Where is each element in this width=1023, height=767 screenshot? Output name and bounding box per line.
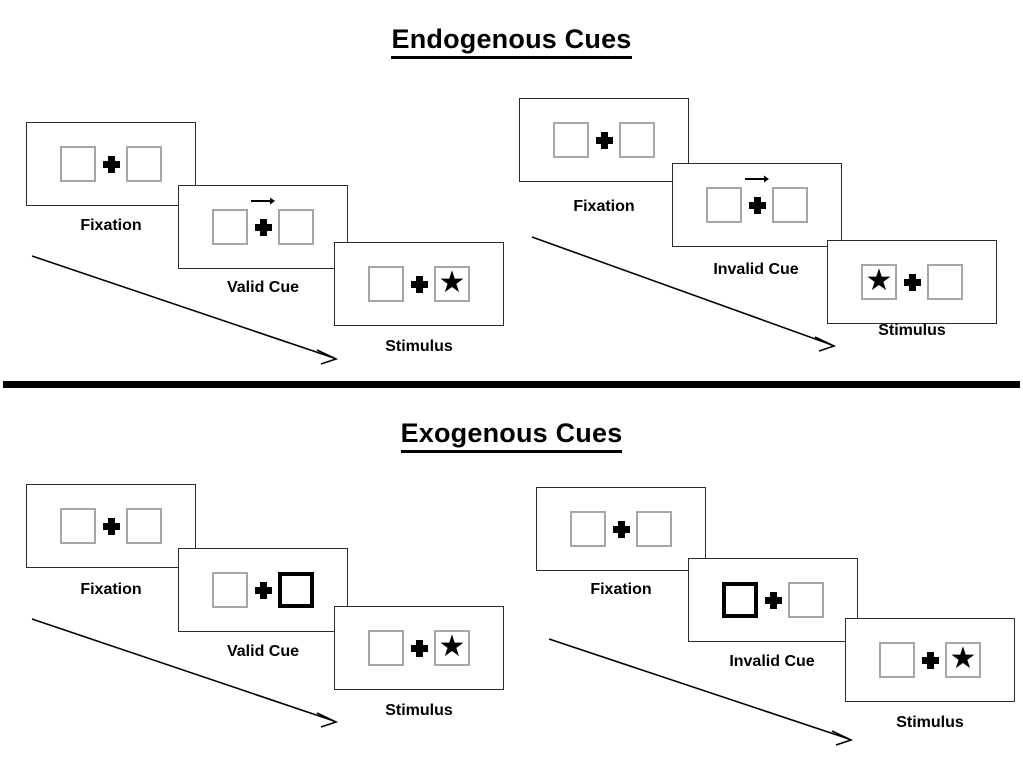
target-box-left bbox=[212, 572, 248, 608]
caption-text: Fixation bbox=[590, 581, 652, 598]
caption-exogenous-invalid-stimulus: Stimulus bbox=[845, 714, 1015, 732]
fixation-cross-icon bbox=[589, 122, 619, 158]
star-icon: ★ bbox=[865, 264, 893, 297]
panel-exogenous-invalid-fixation bbox=[536, 487, 706, 571]
panel-exogenous-invalid-stimulus: ★ bbox=[845, 618, 1015, 702]
target-box-left bbox=[553, 122, 589, 158]
panel-content: ★ bbox=[368, 630, 470, 666]
target-box-left bbox=[368, 266, 404, 302]
caption-text: Stimulus bbox=[385, 702, 453, 719]
section-divider bbox=[3, 381, 1020, 388]
panel-content bbox=[553, 122, 655, 158]
fixation-cross-icon bbox=[248, 572, 278, 608]
panel-exogenous-valid-stimulus: ★ bbox=[334, 606, 504, 690]
panel-endogenous-invalid-stimulus: ★ bbox=[827, 240, 997, 324]
panel-endogenous-invalid-fixation bbox=[519, 98, 689, 182]
fixation-cross-icon bbox=[915, 642, 945, 678]
panel-endogenous-invalid-cue bbox=[672, 163, 842, 247]
panel-content bbox=[212, 572, 314, 608]
star-icon: ★ bbox=[949, 642, 977, 675]
panel-content: ★ bbox=[879, 642, 981, 678]
fixation-cross-icon bbox=[96, 146, 126, 182]
target-box-left bbox=[60, 508, 96, 544]
target-box-left bbox=[570, 511, 606, 547]
caption-text: Valid Cue bbox=[226, 643, 300, 660]
caption-text: Fixation bbox=[573, 198, 635, 215]
caption-exogenous-valid-fixation: Fixation bbox=[26, 581, 196, 599]
target-box-right bbox=[788, 582, 824, 618]
fixation-cross-icon bbox=[96, 508, 126, 544]
target-box-right: ★ bbox=[434, 630, 470, 666]
caption-text: Valid Cue bbox=[226, 279, 300, 296]
flow-arrow-endogenous-valid bbox=[31, 255, 339, 365]
caption-text: Fixation bbox=[80, 217, 142, 234]
star-icon: ★ bbox=[438, 266, 466, 299]
target-box-left bbox=[212, 209, 248, 245]
target-box-left: ★ bbox=[861, 264, 897, 300]
target-box-left bbox=[706, 187, 742, 223]
panel-content: ★ bbox=[861, 264, 963, 300]
target-box-left bbox=[60, 146, 96, 182]
caption-endogenous-invalid-fixation: Fixation bbox=[519, 198, 689, 216]
panel-endogenous-valid-fixation bbox=[26, 122, 196, 206]
fixation-cross-icon bbox=[758, 582, 788, 618]
star-icon: ★ bbox=[438, 630, 466, 663]
caption-text: Invalid Cue bbox=[713, 261, 799, 278]
target-box-right bbox=[636, 511, 672, 547]
target-box-left bbox=[368, 630, 404, 666]
caption-text: Stimulus bbox=[385, 338, 453, 355]
panel-content bbox=[722, 582, 824, 618]
panel-content: ★ bbox=[368, 266, 470, 302]
target-box-right bbox=[126, 508, 162, 544]
fixation-cross-icon bbox=[742, 175, 772, 223]
caption-text: Fixation bbox=[80, 581, 142, 598]
caption-endogenous-valid-stimulus: Stimulus bbox=[334, 338, 504, 356]
fixation-cross-icon bbox=[404, 266, 434, 302]
caption-text: Stimulus bbox=[896, 714, 964, 731]
fixation-cross-icon bbox=[897, 264, 927, 300]
caption-exogenous-invalid-cue: Invalid Cue bbox=[683, 653, 861, 671]
target-box-right bbox=[772, 187, 808, 223]
target-box-right bbox=[927, 264, 963, 300]
panel-exogenous-invalid-cue bbox=[688, 558, 858, 642]
target-box-right bbox=[126, 146, 162, 182]
rightwards-arrow-icon bbox=[745, 175, 769, 183]
caption-endogenous-valid-fixation: Fixation bbox=[26, 217, 196, 235]
panel-content bbox=[60, 146, 162, 182]
caption-text: Stimulus bbox=[878, 322, 946, 339]
target-box-right: ★ bbox=[434, 266, 470, 302]
panel-exogenous-valid-fixation bbox=[26, 484, 196, 568]
section-title-exogenous: Exogenous Cues bbox=[0, 418, 1023, 453]
flow-arrow-exogenous-valid bbox=[31, 618, 339, 728]
panel-exogenous-valid-cue bbox=[178, 548, 348, 632]
section-title-endogenous-text: Endogenous Cues bbox=[391, 24, 632, 59]
caption-endogenous-invalid-cue: Invalid Cue bbox=[667, 261, 845, 279]
panel-content bbox=[570, 511, 672, 547]
caption-endogenous-valid-cue: Valid Cue bbox=[178, 279, 348, 297]
target-box-right bbox=[619, 122, 655, 158]
fixation-cross-icon bbox=[248, 197, 278, 245]
fixation-cross-icon bbox=[606, 511, 636, 547]
caption-exogenous-valid-cue: Valid Cue bbox=[178, 643, 348, 661]
target-box-left-cued bbox=[722, 582, 758, 618]
panel-content bbox=[706, 175, 808, 223]
panel-endogenous-valid-stimulus: ★ bbox=[334, 242, 504, 326]
flow-arrow-exogenous-invalid bbox=[548, 638, 854, 746]
target-box-right: ★ bbox=[945, 642, 981, 678]
caption-text: Invalid Cue bbox=[729, 653, 815, 670]
caption-exogenous-valid-stimulus: Stimulus bbox=[334, 702, 504, 720]
fixation-cross-icon bbox=[404, 630, 434, 666]
target-box-right-cued bbox=[278, 572, 314, 608]
target-box-right bbox=[278, 209, 314, 245]
caption-exogenous-invalid-fixation: Fixation bbox=[536, 581, 706, 599]
panel-content bbox=[60, 508, 162, 544]
target-box-left bbox=[879, 642, 915, 678]
caption-endogenous-invalid-stimulus: Stimulus bbox=[827, 322, 997, 340]
panel-endogenous-valid-cue bbox=[178, 185, 348, 269]
section-title-endogenous: Endogenous Cues bbox=[0, 24, 1023, 59]
panel-content bbox=[212, 197, 314, 245]
rightwards-arrow-icon bbox=[251, 197, 275, 205]
flow-arrow-endogenous-invalid bbox=[531, 236, 837, 352]
section-title-exogenous-text: Exogenous Cues bbox=[400, 418, 623, 453]
